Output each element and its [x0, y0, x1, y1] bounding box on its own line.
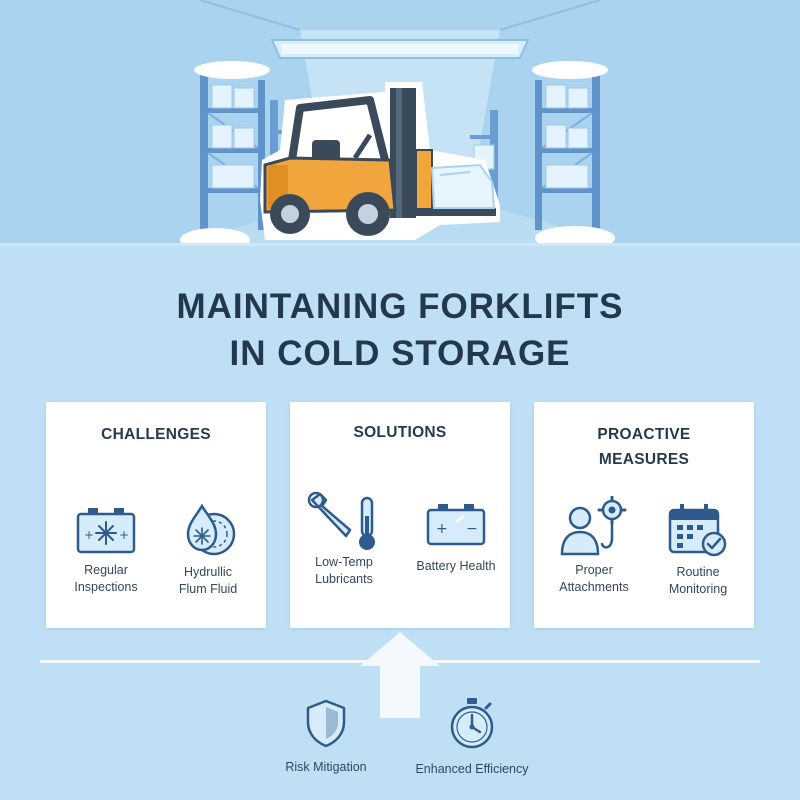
challenges-item-hydraulic-label: Hydrullic Flum Fluid — [178, 565, 238, 596]
challenges-item-inspections-label: Regular Inspections — [74, 563, 138, 594]
wrench-thermometer-icon — [307, 491, 375, 550]
challenges-item-hydraulic: Hydrullic Flum Fluid — [156, 502, 260, 598]
svg-text:−: − — [466, 521, 478, 537]
svg-text:+: + — [84, 528, 94, 542]
solutions-card: SOLUTIONS Low-Temp Lubricants + − Batter… — [290, 402, 510, 628]
frozen-battery-icon: + + — [76, 508, 136, 554]
outcome-risk-mitigation-label: Risk Mitigation — [285, 760, 367, 774]
solutions-card-title: SOLUTIONS — [353, 424, 447, 441]
up-arrow-icon — [360, 632, 440, 718]
proactive-measures-card-title: PROACTIVE MEASURES — [597, 426, 691, 468]
svg-text:+: + — [436, 521, 448, 537]
proactive-item-attachments: Proper Attachments — [542, 496, 646, 596]
challenges-card-title: CHALLENGES — [101, 426, 211, 443]
challenges-card: CHALLENGES + + Regular Inspections — [46, 402, 266, 628]
solutions-item-lubricants-label: Low-Temp Lubricants — [315, 555, 373, 586]
right-shelving — [470, 61, 608, 240]
calendar-check-icon — [668, 504, 727, 557]
solutions-item-battery: + − Battery Health — [404, 502, 508, 575]
solutions-item-battery-label: Battery Health — [416, 559, 496, 573]
proactive-item-monitoring: Routine Monitoring — [646, 502, 750, 598]
forklift — [260, 82, 500, 240]
svg-text:+: + — [119, 528, 129, 542]
proactive-measures-card: PROACTIVE MEASURES Proper Attachments — [534, 402, 754, 628]
person-gear-hook-icon — [560, 496, 627, 556]
challenges-item-inspections: + + Regular Inspections — [54, 506, 158, 596]
outcome-risk-mitigation: Risk Mitigation — [274, 698, 378, 774]
hero-divider — [0, 243, 800, 246]
outcome-enhanced-efficiency: Enhanced Efficiency — [404, 696, 540, 776]
fluid-drop-tire-icon — [186, 503, 236, 556]
battery-icon: + − — [426, 504, 486, 546]
shield-icon — [306, 699, 346, 748]
proactive-item-monitoring-label: Routine Monitoring — [668, 565, 728, 596]
proactive-item-attachments-label: Proper Attachments — [559, 563, 629, 594]
cold-storage-scene — [180, 0, 620, 245]
page-title: MAINTANING FORKLIFTS IN COLD STORAGE — [0, 283, 800, 377]
hero-illustration — [0, 0, 800, 245]
outcome-enhanced-efficiency-label: Enhanced Efficiency — [415, 762, 529, 776]
stopwatch-icon — [450, 698, 494, 749]
solutions-item-lubricants: Low-Temp Lubricants — [292, 490, 396, 588]
page-title-line-1: MAINTANING FORKLIFTS — [176, 287, 624, 326]
page-title-line-2: IN COLD STORAGE — [229, 334, 571, 373]
